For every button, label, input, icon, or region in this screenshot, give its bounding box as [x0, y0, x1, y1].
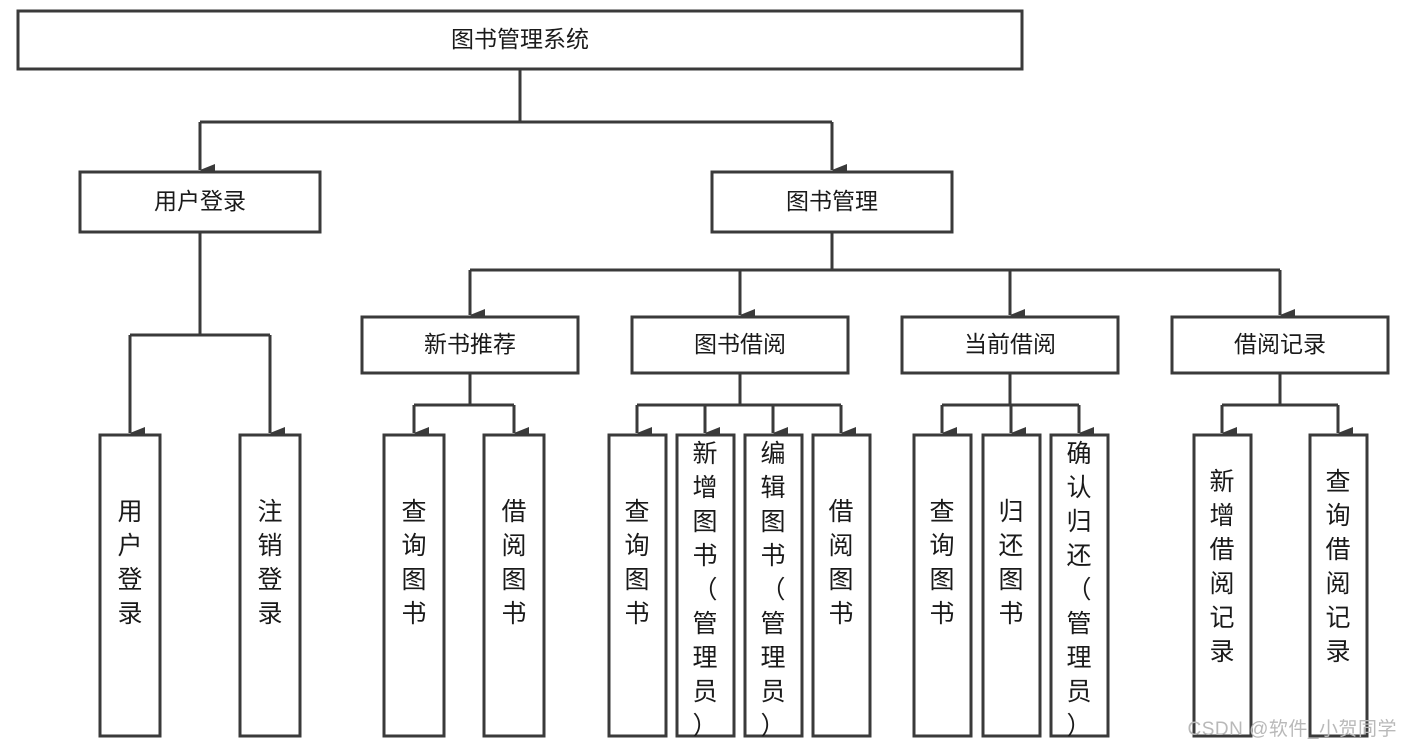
leaf-user-login-label: 用户登录: [117, 498, 142, 628]
connector-layer: [128, 69, 1353, 439]
leaf-user-login-box[interactable]: [98, 433, 162, 738]
node-user-login-label: 用户登录: [154, 188, 246, 214]
node-user-login[interactable]: 用户登录: [78, 170, 322, 234]
leaf-query-book[interactable]: 查询图书: [607, 433, 668, 738]
leaf-query-book-box[interactable]: [607, 433, 668, 738]
leaf-borrow-book-label: 借阅图书: [828, 498, 853, 628]
leaf-logout[interactable]: 注销登录: [238, 433, 302, 738]
leaf-edit-book-admin[interactable]: 编辑图书（管理员）: [743, 433, 804, 740]
leaf-add-borrow-record[interactable]: 新增借阅记录: [1192, 433, 1253, 738]
leaf-borrow-book[interactable]: 借阅图书: [811, 433, 872, 738]
leaf-query-book-current[interactable]: 查询图书: [912, 433, 973, 738]
node-book-management[interactable]: 图书管理: [710, 170, 954, 234]
node-book-management-box[interactable]: [710, 170, 954, 234]
leaf-confirm-return-admin-box[interactable]: [1049, 433, 1110, 738]
node-book-borrow[interactable]: 图书借阅: [630, 315, 850, 375]
leaf-borrow-book-recommend-box[interactable]: [482, 433, 546, 738]
node-borrow-records[interactable]: 借阅记录: [1170, 315, 1390, 375]
node-user-login-box[interactable]: [78, 170, 322, 234]
node-new-book-recommend-label: 新书推荐: [424, 331, 516, 357]
leaf-add-book-admin-box[interactable]: [675, 433, 736, 738]
leaf-query-borrow-record-box[interactable]: [1308, 433, 1369, 738]
leaf-borrow-book-recommend[interactable]: 借阅图书: [482, 433, 546, 738]
leaf-borrow-book-recommend-label: 借阅图书: [501, 498, 526, 628]
node-new-book-recommend-box[interactable]: [360, 315, 580, 375]
node-book-borrow-box[interactable]: [630, 315, 850, 375]
leaf-add-borrow-record-label: 新增借阅记录: [1209, 468, 1234, 666]
node-book-borrow-label: 图书借阅: [694, 331, 786, 357]
leaf-query-book-label: 查询图书: [624, 498, 649, 628]
leaf-add-book-admin[interactable]: 新增图书（管理员）: [675, 433, 736, 740]
leaf-borrow-book-box[interactable]: [811, 433, 872, 738]
leaf-query-book-recommend[interactable]: 查询图书: [382, 433, 446, 738]
leaf-logout-box[interactable]: [238, 433, 302, 738]
node-new-book-recommend[interactable]: 新书推荐: [360, 315, 580, 375]
leaf-edit-book-admin-box[interactable]: [743, 433, 804, 738]
leaf-query-book-recommend-box[interactable]: [382, 433, 446, 738]
leaf-confirm-return-admin[interactable]: 确认归还（管理员）: [1049, 433, 1110, 740]
node-book-management-label: 图书管理: [786, 188, 878, 214]
leaf-return-book-box[interactable]: [981, 433, 1042, 738]
leaf-query-book-recommend-label: 查询图书: [401, 498, 426, 628]
leaf-query-borrow-record[interactable]: 查询借阅记录: [1308, 433, 1369, 738]
leaf-add-book-admin-label: 新增图书（管理员）: [692, 440, 717, 740]
node-root-system[interactable]: 图书管理系统: [16, 9, 1024, 71]
leaf-node-group: 用户登录 注销登录 查询图书 借阅图书 查询图书 新增图书（管理员）: [98, 433, 1369, 740]
node-root-system-box[interactable]: [16, 9, 1024, 71]
leaf-user-login[interactable]: 用户登录: [98, 433, 162, 738]
leaf-return-book[interactable]: 归还图书: [981, 433, 1042, 738]
leaf-add-borrow-record-box[interactable]: [1192, 433, 1253, 738]
leaf-query-book-current-label: 查询图书: [929, 498, 954, 628]
node-current-borrow-label: 当前借阅: [964, 331, 1056, 357]
node-root-system-label: 图书管理系统: [451, 26, 589, 52]
leaf-query-borrow-record-label: 查询借阅记录: [1325, 468, 1350, 666]
leaf-edit-book-admin-label: 编辑图书（管理员）: [760, 440, 785, 740]
leaf-confirm-return-admin-label: 确认归还（管理员）: [1066, 440, 1091, 740]
leaf-return-book-label: 归还图书: [998, 498, 1023, 628]
node-current-borrow-box[interactable]: [900, 315, 1120, 375]
node-current-borrow[interactable]: 当前借阅: [900, 315, 1120, 375]
leaf-logout-label: 注销登录: [257, 498, 282, 628]
leaf-query-book-current-box[interactable]: [912, 433, 973, 738]
node-borrow-records-label: 借阅记录: [1234, 331, 1326, 357]
node-borrow-records-box[interactable]: [1170, 315, 1390, 375]
